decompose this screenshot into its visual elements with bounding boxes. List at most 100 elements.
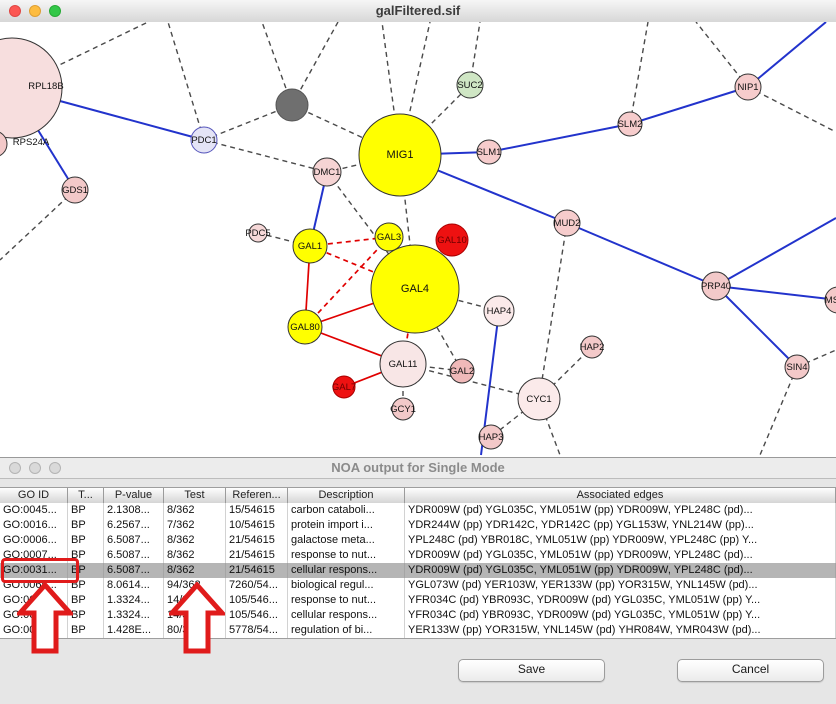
network-edge[interactable]	[203, 139, 328, 173]
node-label-rpl18b: RPL18B	[28, 81, 63, 92]
noa-window-titlebar[interactable]: NOA output for Single Mode	[0, 458, 836, 479]
node-rpl18b[interactable]	[0, 37, 63, 139]
table-row[interactable]: GO:0050...BP1.428E...80/3625778/54...reg…	[0, 623, 836, 638]
network-edge[interactable]	[538, 222, 568, 400]
network-edge[interactable]	[399, 84, 471, 156]
network-edge[interactable]	[488, 123, 631, 153]
table-row[interactable]: GO:0031...BP1.3324...14/362105/546...cel…	[0, 608, 836, 623]
network-window-titlebar[interactable]: galFiltered.sif	[0, 0, 836, 23]
minimize-button[interactable]	[29, 5, 41, 17]
node-gal3[interactable]	[374, 222, 404, 252]
node-mud2[interactable]	[553, 209, 581, 237]
node-pdc1[interactable]	[190, 126, 218, 154]
network-edge[interactable]	[796, 349, 836, 368]
node-slm2[interactable]	[617, 111, 643, 137]
table-row[interactable]: GO:0006...BP1.3324...14/362105/546...res…	[0, 593, 836, 608]
node-suc2[interactable]	[456, 71, 484, 99]
column-header-referen-[interactable]: Referen...	[226, 488, 288, 503]
column-header-test[interactable]: Test	[164, 488, 226, 503]
network-edge[interactable]	[629, 22, 649, 125]
network-edge[interactable]	[695, 22, 749, 88]
table-cell: 105/546...	[226, 608, 288, 623]
network-edge[interactable]	[167, 22, 205, 141]
network-edge[interactable]	[11, 22, 149, 89]
table-cell: 8/362	[164, 533, 226, 548]
node-gal2[interactable]	[449, 358, 475, 384]
column-header-description[interactable]: Description	[288, 488, 405, 503]
annotation-arrow-test-column	[169, 582, 225, 654]
network-edge[interactable]	[0, 189, 76, 261]
node-prp40[interactable]	[701, 271, 731, 301]
node-gal1[interactable]	[292, 228, 328, 264]
node-label-gal7: GAL7	[332, 382, 356, 393]
node-gray[interactable]	[275, 88, 309, 122]
network-edge[interactable]	[747, 86, 836, 133]
node-label-gal10: GAL10	[437, 235, 467, 246]
network-edge[interactable]	[715, 285, 798, 368]
network-edge[interactable]	[326, 171, 416, 290]
node-gds1[interactable]	[61, 176, 89, 204]
table-cell: 1.3324...	[104, 593, 164, 608]
node-mig1[interactable]	[358, 113, 442, 197]
network-edge[interactable]	[414, 288, 463, 372]
network-edge[interactable]	[261, 22, 293, 106]
node-sin4[interactable]	[784, 354, 810, 380]
node-gal4[interactable]	[370, 244, 460, 334]
node-gal11[interactable]	[379, 340, 427, 388]
node-dmc1[interactable]	[312, 157, 342, 187]
zoom-button[interactable]	[49, 5, 61, 17]
save-button[interactable]: Save	[458, 659, 605, 682]
network-edge[interactable]	[715, 285, 836, 301]
node-gal7[interactable]	[332, 375, 356, 399]
node-slm1[interactable]	[476, 139, 502, 165]
node-cyc1[interactable]	[517, 377, 561, 421]
network-edge[interactable]	[203, 104, 293, 141]
node-label-pdc1: PDC1	[191, 135, 216, 146]
minimize-button[interactable]	[29, 462, 41, 474]
table-cell: GO:0031...	[0, 563, 68, 578]
network-edge[interactable]	[304, 236, 390, 328]
table-cell: 6.2567...	[104, 518, 164, 533]
node-hap2[interactable]	[580, 335, 604, 359]
cancel-button[interactable]: Cancel	[677, 659, 824, 682]
network-edge[interactable]	[402, 363, 540, 400]
node-msn4[interactable]	[824, 286, 836, 314]
network-edge[interactable]	[629, 86, 749, 125]
node-label-dmc1: DMC1	[314, 167, 341, 178]
node-pdc5[interactable]	[248, 223, 268, 243]
node-label-hap4: HAP4	[487, 306, 512, 317]
close-button[interactable]	[9, 5, 21, 17]
network-graph[interactable]: RPL18BRPS24AGDS1PDC1DMC1MIG1SUC2SLM1SLM2…	[0, 22, 836, 457]
network-edge[interactable]	[759, 366, 798, 456]
node-rps24a[interactable]	[0, 131, 8, 157]
node-gcy1[interactable]	[391, 397, 415, 421]
annotation-arrow-goid-column	[17, 582, 73, 654]
network-edge[interactable]	[715, 217, 836, 287]
zoom-button[interactable]	[49, 462, 61, 474]
network-edge[interactable]	[747, 22, 827, 88]
table-cell: GO:0016...	[0, 518, 68, 533]
column-header-associated-edges[interactable]: Associated edges	[405, 488, 836, 503]
node-label-mig1: MIG1	[387, 149, 414, 161]
node-gal10[interactable]	[435, 223, 469, 257]
column-header-go-id[interactable]: GO ID	[0, 488, 68, 503]
node-label-gds1: GDS1	[62, 185, 88, 196]
network-edge[interactable]	[566, 222, 717, 287]
network-edge[interactable]	[291, 22, 339, 106]
node-hap3[interactable]	[478, 424, 504, 450]
node-hap4[interactable]	[483, 295, 515, 327]
node-gal80[interactable]	[287, 309, 323, 345]
column-header-p-value[interactable]: P-value	[104, 488, 164, 503]
column-header-t-[interactable]: T...	[68, 488, 104, 503]
close-button[interactable]	[9, 462, 21, 474]
node-nip1[interactable]	[734, 73, 762, 101]
